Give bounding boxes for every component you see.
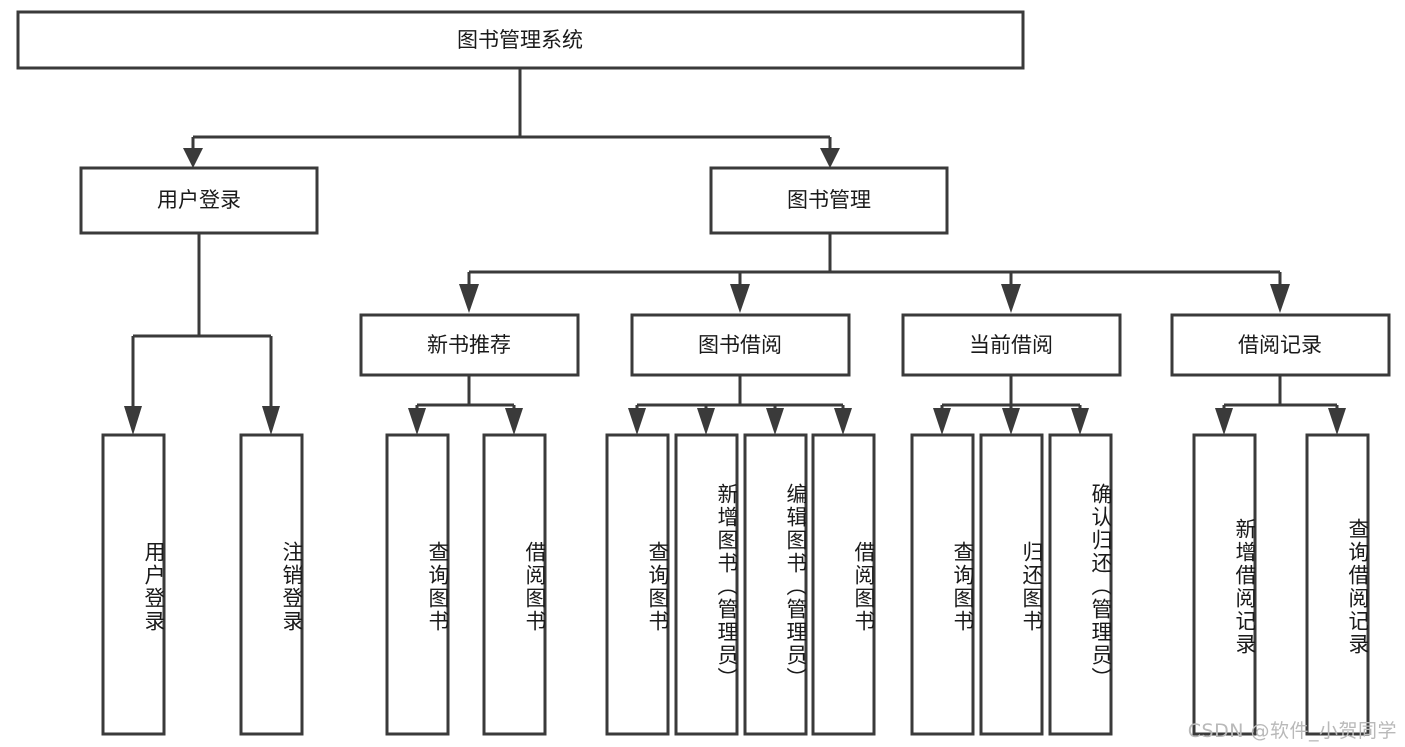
leaf-box-book-borrow-0[interactable]	[605, 433, 670, 736]
node-new-book-recommend-label: 新书推荐	[427, 333, 511, 357]
leaf-box-book-borrow-3[interactable]	[811, 433, 876, 736]
connector-bookborrow-to-leaves	[628, 375, 852, 435]
leaf-boxes-borrow-record	[1192, 433, 1370, 736]
leaf-boxes-new-book-recommend	[385, 433, 547, 736]
leaf-box-book-borrow-1[interactable]	[674, 433, 739, 736]
leaf-box-current-borrow-1[interactable]	[979, 433, 1044, 736]
connector-bookmgmt-to-level3	[459, 233, 1290, 313]
node-book-management-label: 图书管理	[787, 188, 871, 212]
connector-newbook-to-leaves	[408, 375, 523, 435]
connector-userlogin-to-leaves	[124, 233, 280, 435]
connector-borrowrecord-to-leaves	[1215, 375, 1346, 435]
leaf-boxes-book-borrow	[605, 433, 876, 736]
leaf-boxes-current-borrow	[910, 433, 1113, 736]
node-current-borrow[interactable]: 当前借阅	[901, 313, 1122, 377]
node-book-management[interactable]: 图书管理	[709, 166, 949, 235]
leaf-box-borrow-record-1[interactable]	[1305, 433, 1370, 736]
leaf-box-current-borrow-0[interactable]	[910, 433, 975, 736]
node-user-login-label: 用户登录	[157, 188, 241, 212]
leaf-box-new-book-0[interactable]	[385, 433, 450, 736]
leaf-boxes-user-login	[101, 433, 304, 736]
node-book-borrow-label: 图书借阅	[698, 333, 782, 357]
node-borrow-record-label: 借阅记录	[1238, 333, 1322, 357]
leaf-box-borrow-record-0[interactable]	[1192, 433, 1257, 736]
node-book-borrow[interactable]: 图书借阅	[630, 313, 851, 377]
leaf-box-user-login-1[interactable]	[239, 433, 304, 736]
connector-currentborrow-to-leaves	[933, 375, 1089, 435]
node-root-book-management-system[interactable]: 图书管理系统	[16, 10, 1025, 70]
leaf-box-book-borrow-2[interactable]	[743, 433, 808, 736]
node-borrow-record[interactable]: 借阅记录	[1170, 313, 1391, 377]
watermark: CSDN @软件_小贺同学	[1187, 720, 1397, 742]
leaf-box-current-borrow-2[interactable]	[1048, 433, 1113, 736]
node-current-borrow-label: 当前借阅	[969, 333, 1053, 357]
leaf-box-user-login-0[interactable]	[101, 433, 166, 736]
node-new-book-recommend[interactable]: 新书推荐	[359, 313, 580, 377]
node-root-label: 图书管理系统	[457, 28, 583, 52]
connector-root-to-level2	[183, 68, 840, 168]
node-user-login[interactable]: 用户登录	[79, 166, 319, 235]
leaf-box-new-book-1[interactable]	[482, 433, 547, 736]
